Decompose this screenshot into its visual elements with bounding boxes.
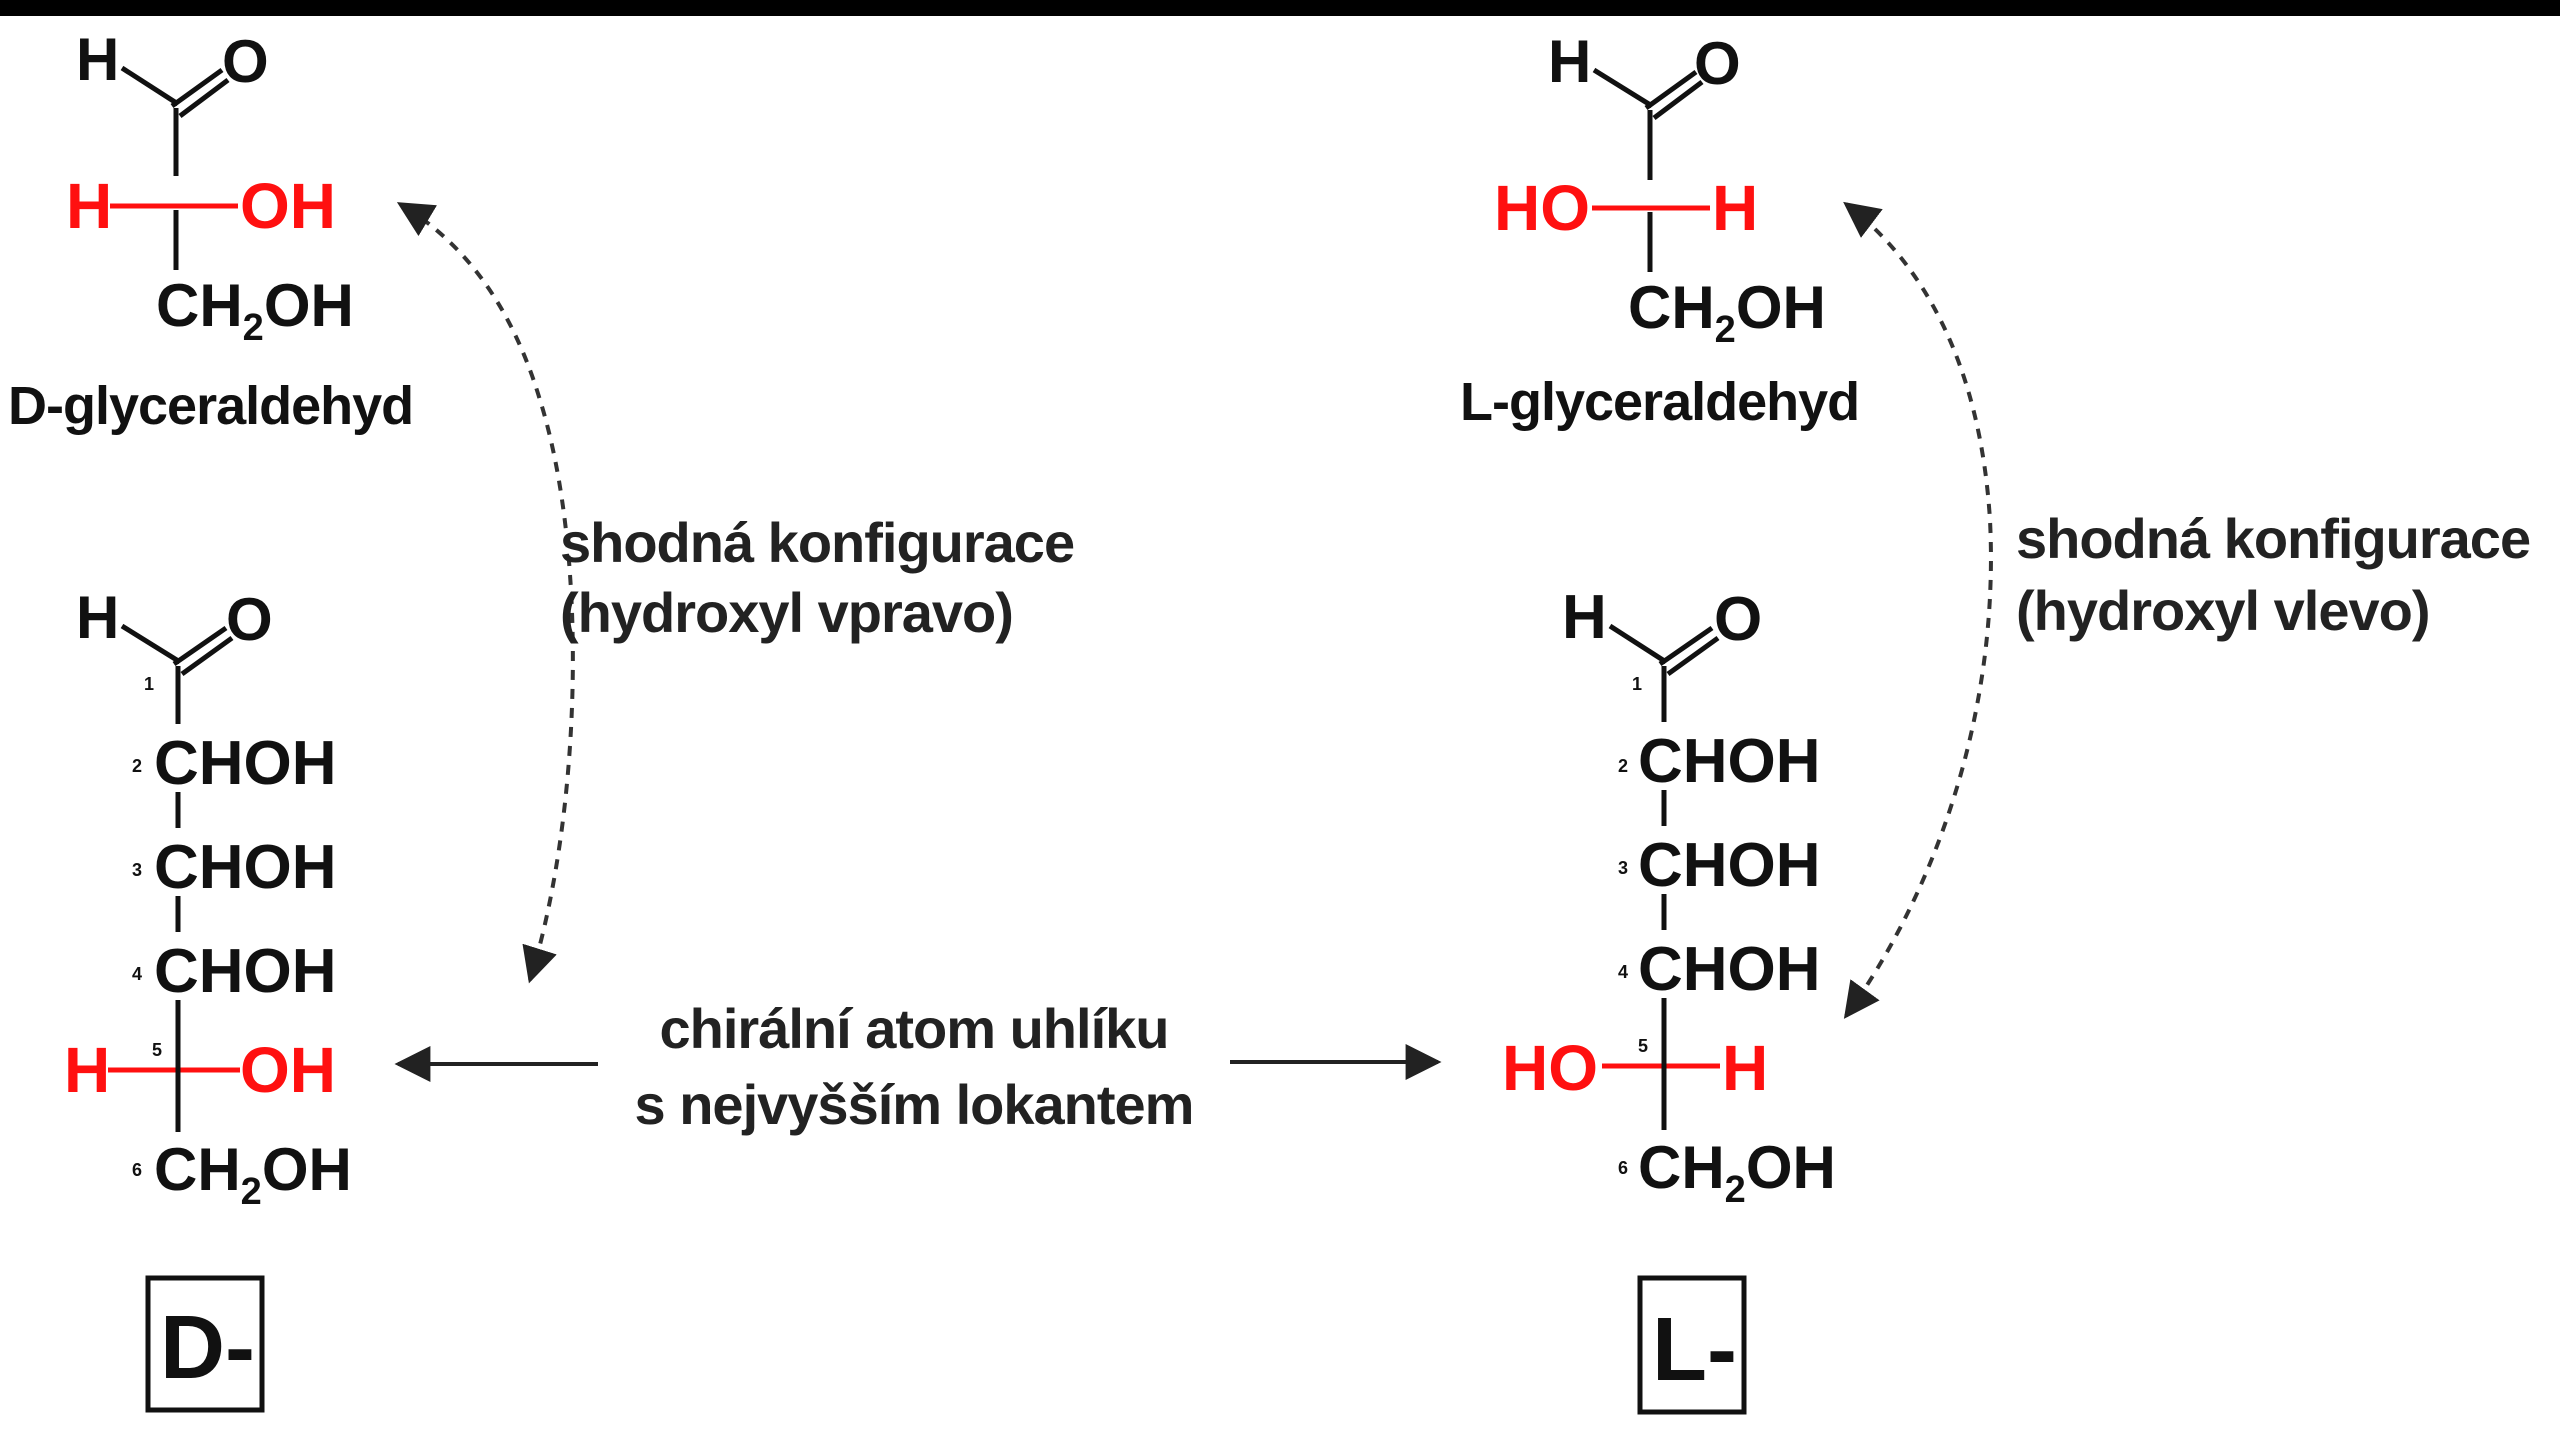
sugar-bond-h-c: [120, 623, 182, 665]
row-choh-3: CHOH: [154, 833, 337, 902]
l-sugar-bond-h-c: [1608, 623, 1668, 665]
d-glyceraldehyde-name: D-glyceraldehyd: [8, 376, 413, 436]
right-dashed-curved-arrow: [1843, 201, 1993, 1019]
locant-6: 6: [132, 1160, 142, 1180]
d-box: D-: [145, 1275, 265, 1413]
d-glyceraldehyde: H O H OH CH2OH D-glyceraldehyd: [8, 26, 414, 436]
l-row-choh-3: CHOH: [1638, 831, 1821, 900]
l-sugar-chiral-ho: HO: [1502, 1032, 1598, 1104]
locant-1: 1: [144, 674, 154, 694]
sugar-chiral-h: H: [64, 1034, 110, 1106]
aldehyde-h: H: [76, 26, 119, 93]
d-sugar: H O 1 2 CHOH 3 CHOH 4 CHOH H 5 OH 6 CH2O…: [64, 584, 352, 1213]
l-chiral-ho: HO: [1494, 172, 1590, 244]
left-note-line1: shodná konfigurace: [560, 511, 1074, 574]
l-locant-5: 5: [1638, 1036, 1648, 1056]
l-glyceraldehyde-name: L-glyceraldehyd: [1460, 372, 1859, 432]
locant-4: 4: [132, 964, 142, 984]
l-sugar-bond-c-o-double: [1658, 625, 1720, 677]
aldehyde-o: O: [222, 28, 269, 95]
l-glyceraldehyde: H O HO H CH2OH L-glyceraldehyd: [1460, 28, 1860, 432]
locant-2: 2: [132, 756, 142, 776]
row-choh-4: CHOH: [154, 937, 337, 1006]
top-black-bar: [0, 0, 2560, 16]
l-ch2oh: CH2OH: [1628, 274, 1826, 351]
center-note-line2: s nejvyšším lokantem: [635, 1073, 1194, 1136]
l-row-choh-2: CHOH: [1638, 727, 1821, 796]
l-locant-2: 2: [1618, 756, 1628, 776]
l-bond-h-c: [1592, 67, 1654, 109]
left-dashed-curved-arrow: [396, 202, 575, 984]
l-row-choh-4: CHOH: [1638, 935, 1821, 1004]
l-sugar-aldehyde-h: H: [1562, 583, 1607, 652]
right-note-line2: (hydroxyl vlevo): [2016, 579, 2429, 642]
sugar-bond-c-o-double: [172, 625, 234, 677]
l-bond-c-o-double: [1644, 69, 1704, 120]
l-locant-1: 1: [1632, 674, 1642, 694]
sugar-aldehyde-h: H: [76, 584, 119, 651]
center-note-line1: chirální atom uhlíku: [660, 997, 1169, 1060]
locant-5: 5: [152, 1040, 162, 1060]
bond-h-c: [120, 65, 180, 107]
locant-3: 3: [132, 860, 142, 880]
l-sugar-ch2oh: CH2OH: [1638, 1134, 1836, 1211]
l-box-frame: [1637, 1275, 1747, 1415]
sugar-chiral-oh: OH: [240, 1034, 336, 1106]
l-box: L-: [1637, 1275, 1747, 1415]
d-box-label: D-: [160, 1298, 255, 1398]
bond-c-o-double: [170, 67, 230, 118]
sugar-aldehyde-o: O: [226, 586, 273, 653]
l-chiral-h: H: [1712, 172, 1758, 244]
right-note-line1: shodná konfigurace: [2016, 507, 2530, 570]
l-sugar-chiral-h: H: [1722, 1032, 1768, 1104]
ch2oh: CH2OH: [156, 272, 354, 349]
l-sugar: H O 1 2 CHOH 3 CHOH 4 CHOH HO 5 H 6 CH2O…: [1502, 583, 1836, 1211]
l-locant-6: 6: [1618, 1158, 1628, 1178]
l-aldehyde-o: O: [1694, 30, 1741, 97]
row-chohs-2: CHOH: [154, 729, 337, 798]
sugar-ch2oh: CH2OH: [154, 1136, 352, 1213]
l-sugar-aldehyde-o: O: [1714, 585, 1762, 654]
l-box-label: L-: [1652, 1300, 1737, 1400]
l-aldehyde-h: H: [1548, 28, 1591, 95]
chiral-h: H: [66, 170, 112, 242]
d-box-frame: [145, 1275, 265, 1413]
l-locant-4: 4: [1618, 962, 1628, 982]
chiral-oh: OH: [240, 170, 336, 242]
l-locant-3: 3: [1618, 858, 1628, 878]
left-note-line2: (hydroxyl vpravo): [560, 581, 1013, 644]
